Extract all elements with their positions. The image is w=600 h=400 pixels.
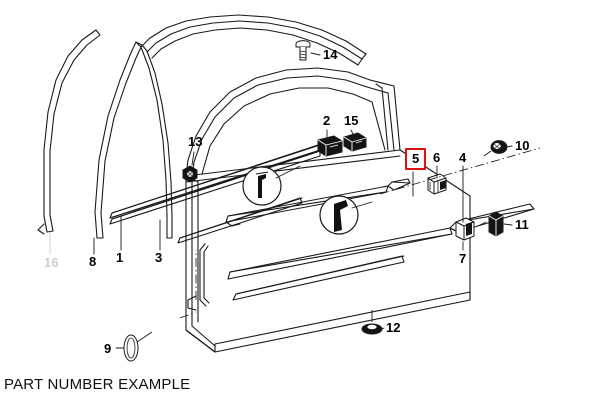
part-clip-15 — [343, 132, 367, 152]
callout-6[interactable]: 6 — [433, 150, 441, 165]
part-plug-12 — [361, 310, 383, 335]
caption-text: PART NUMBER EXAMPLE — [4, 375, 191, 393]
leader-detail-b — [351, 201, 373, 209]
leader-lines — [49, 52, 513, 349]
callout-10[interactable]: 10 — [515, 138, 530, 153]
caption-bar: PART NUMBER EXAMPLE — [0, 368, 600, 400]
leader-12 — [381, 327, 385, 330]
axis-upper — [379, 147, 541, 195]
detail-circle-a — [242, 166, 282, 206]
leader-detail-a — [275, 165, 301, 179]
exterior-moulding-group — [225, 178, 535, 301]
axis-front — [179, 311, 197, 319]
door-shell-group — [185, 67, 471, 353]
callout-14[interactable]: 14 — [323, 47, 338, 62]
leader-10 — [505, 145, 513, 148]
window-seal-group — [37, 14, 367, 244]
callout-13[interactable]: 13 — [188, 134, 203, 149]
callout-5-highlighted[interactable]: 5 — [405, 148, 427, 170]
callout-15[interactable]: 15 — [344, 113, 359, 128]
callout-16-faded: 16 — [44, 255, 59, 270]
part-screw-14 — [295, 40, 311, 61]
callout-4[interactable]: 4 — [459, 150, 467, 165]
alignment-axes — [179, 147, 541, 319]
leader-11 — [503, 223, 513, 226]
callout-1[interactable]: 1 — [116, 250, 124, 265]
part-clip-11 — [477, 211, 504, 237]
callout-12[interactable]: 12 — [386, 320, 401, 335]
callout-8[interactable]: 8 — [89, 254, 97, 269]
leader-14 — [310, 52, 321, 56]
callout-11[interactable]: 11 — [515, 217, 529, 232]
callout-7[interactable]: 7 — [459, 251, 467, 266]
detail-circle-b — [319, 195, 359, 235]
callout-9[interactable]: 9 — [104, 341, 112, 356]
part-clip-2 — [317, 135, 343, 157]
leader-13 — [191, 151, 195, 166]
leader-15 — [350, 129, 354, 135]
part-clip-7 — [455, 217, 475, 241]
callout-2[interactable]: 2 — [323, 113, 331, 128]
callout-3[interactable]: 3 — [155, 250, 163, 265]
part-grommet-13 — [182, 165, 198, 183]
